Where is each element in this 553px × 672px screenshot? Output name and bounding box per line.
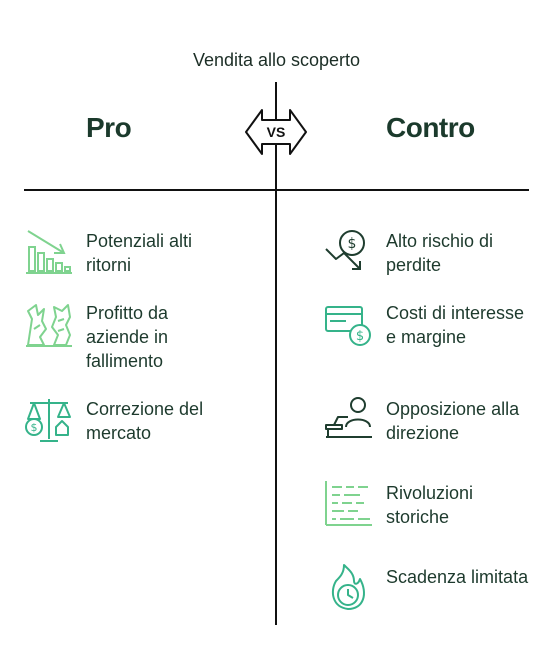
pro-item: $ Correzione del mercato <box>24 397 236 445</box>
contro-item-label: Scadenza limitata <box>386 567 529 587</box>
contro-heading: Contro <box>386 112 475 143</box>
svg-text:$: $ <box>31 421 38 434</box>
declining-bar-chart-icon <box>24 227 74 277</box>
contro-item: Rivoluzioni storiche <box>324 481 536 529</box>
contro-item-label: Rivoluzioni storiche <box>386 483 474 527</box>
credit-card-dollar-icon: $ <box>324 299 374 349</box>
contro-item: $ Alto rischio di perdite <box>324 229 536 277</box>
pro-item-label: Potenziali alti ritorni <box>86 231 193 275</box>
contro-item: Opposizione alla direzione <box>324 397 536 445</box>
burning-clock-icon <box>324 563 374 613</box>
double-arrow-icon <box>245 109 307 155</box>
dollar-down-arrow-icon: $ <box>324 227 374 277</box>
diagram-title: Vendita allo scoperto <box>192 50 361 70</box>
pro-item: Profitto da aziende in fallimento <box>24 301 236 373</box>
timeline-chart-icon <box>324 479 374 529</box>
vs-badge: VS <box>244 106 308 158</box>
pro-item: Potenziali alti ritorni <box>24 229 236 277</box>
contro-item: Scadenza limitata <box>324 563 536 613</box>
pro-item-label: Correzione del mercato <box>86 399 204 443</box>
contro-item-label: Opposizione alla direzione <box>386 399 520 443</box>
pro-item-label: Profitto da aziende in fallimento <box>86 303 169 371</box>
manager-desk-icon <box>324 395 374 445</box>
vertical-divider <box>275 82 277 625</box>
vs-label: VS <box>266 124 286 140</box>
contro-item-label: Costi di interesse e margine <box>386 303 525 347</box>
svg-text:$: $ <box>348 236 357 252</box>
crumbling-building-icon <box>24 299 74 349</box>
balance-scale-icon: $ <box>24 395 74 445</box>
contro-item: $ Costi di interesse e margine <box>324 301 536 349</box>
contro-item-label: Alto rischio di perdite <box>386 231 494 275</box>
svg-text:$: $ <box>356 329 364 344</box>
pro-heading: Pro <box>86 112 132 143</box>
horizontal-divider <box>24 189 529 191</box>
